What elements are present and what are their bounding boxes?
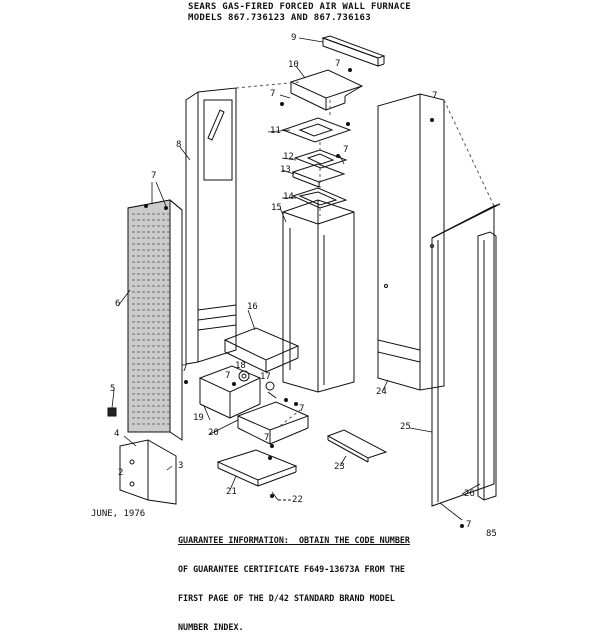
callout-19: 19 — [193, 413, 204, 423]
callout-12: 12 — [283, 152, 294, 162]
callout-2: 2 — [118, 468, 124, 478]
part-11-baffle — [281, 117, 352, 143]
callout-6: 6 — [115, 299, 121, 309]
callout-7: 7 — [151, 171, 157, 181]
part-23-bracket — [326, 429, 388, 463]
publication-date: JUNE, 1976 — [91, 509, 146, 519]
grille-pattern — [132, 213, 170, 425]
callout-7: 7 — [264, 433, 270, 443]
callout-7: 7 — [343, 145, 349, 155]
callout-18: 18 — [235, 361, 246, 371]
page-number: 85 — [486, 529, 497, 539]
part-13-shield — [291, 163, 346, 188]
guarantee-information: GUARANTEE INFORMATION: OBTAIN THE CODE N… — [178, 517, 410, 642]
callout-13: 13 — [280, 165, 291, 175]
part-19-valve-box — [198, 365, 262, 419]
part-16-base-tray — [223, 327, 300, 373]
part-9-top-cap — [321, 35, 386, 67]
part-2-access-door — [119, 439, 177, 505]
callout-22: 22 — [292, 495, 303, 505]
part-8-front-panel — [185, 87, 237, 365]
callout-26: 26 — [464, 489, 475, 499]
callout-17: 17 — [260, 372, 271, 382]
callout-8: 8 — [176, 140, 182, 150]
callout-3: 3 — [178, 461, 184, 471]
fastener-dots — [144, 68, 464, 528]
part-18-fitting — [238, 370, 250, 382]
diagram-title: SEARS GAS-FIRED FORCED AIR WALL FURNACE — [188, 2, 412, 12]
callout-5: 5 — [110, 384, 116, 394]
callout-20: 20 — [208, 428, 219, 438]
callout-15: 15 — [271, 203, 282, 213]
part-5-small-part — [107, 407, 117, 417]
guarantee-line: FIRST PAGE OF THE D/42 STANDARD BRAND MO… — [178, 592, 395, 603]
callout-10: 10 — [288, 60, 299, 70]
guarantee-line: OF GUARANTEE CERTIFICATE F649-13673A FRO… — [178, 563, 405, 574]
part-25-side-panel — [431, 203, 501, 507]
callout-25: 25 — [400, 422, 411, 432]
callout-23: 23 — [334, 462, 345, 472]
leader-lines — [111, 37, 481, 521]
callout-21: 21 — [226, 487, 237, 497]
callout-14: 14 — [283, 192, 294, 202]
guarantee-line: NUMBER INDEX. — [178, 621, 244, 632]
callout-7: 7 — [270, 89, 276, 99]
callout-7: 7 — [466, 520, 472, 530]
part-14-shield — [291, 187, 348, 209]
part-26-channel — [477, 231, 497, 501]
part-12-shield — [293, 149, 348, 169]
callout-4: 4 — [114, 429, 120, 439]
part-17-fitting — [265, 381, 277, 399]
part-20-tray — [236, 401, 310, 445]
part-10-top-plate — [289, 69, 364, 111]
callout-16: 16 — [247, 302, 258, 312]
callout-7: 7 — [335, 59, 341, 69]
callout-7: 7 — [299, 404, 305, 414]
part-15-inner-box — [282, 199, 355, 393]
callout-11: 11 — [270, 126, 281, 136]
guarantee-line: GUARANTEE INFORMATION: OBTAIN THE CODE N… — [178, 535, 410, 546]
callout-7: 7 — [225, 371, 231, 381]
part-21-bottom-plate — [216, 449, 298, 487]
part-6-grille — [127, 199, 183, 441]
part-24-back-panel — [377, 93, 445, 391]
callout-7: 7 — [182, 364, 188, 374]
diagram-subtitle: MODELS 867.736123 AND 867.736163 — [188, 13, 371, 23]
callout-7: 7 — [432, 91, 438, 101]
callout-9: 9 — [291, 33, 297, 43]
callout-24: 24 — [376, 387, 387, 397]
alignment-guides — [235, 81, 495, 427]
exploded-parts-diagram — [107, 35, 501, 528]
